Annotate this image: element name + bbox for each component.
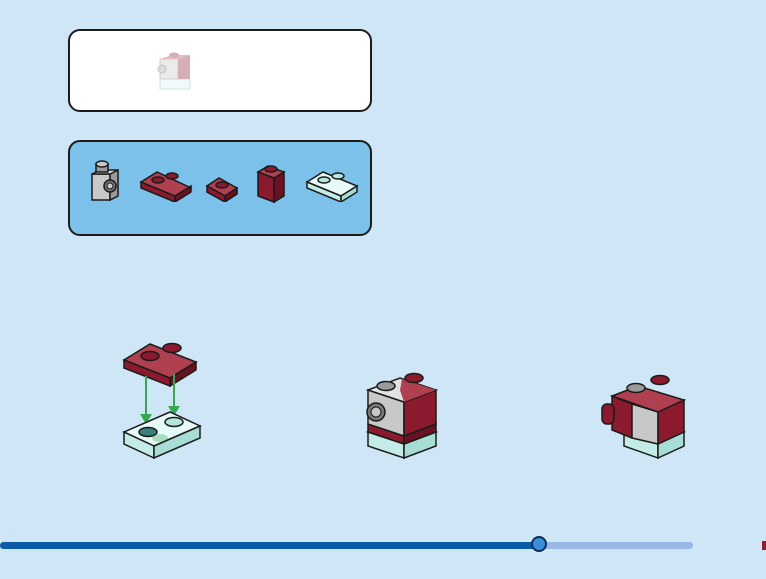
progress-fill (0, 542, 539, 549)
model-preview-icon (154, 49, 196, 95)
red-1x2-plate-icon (138, 168, 194, 202)
page-edge-marker (762, 541, 766, 550)
model-preview-panel (68, 29, 372, 112)
parts-list-panel (68, 140, 372, 236)
progress-knob[interactable] (531, 536, 547, 552)
red-1x1-brick-icon (254, 160, 288, 204)
step-assembled-side (598, 366, 688, 464)
red-1x1-plate-icon (204, 174, 240, 202)
progress-bar[interactable] (0, 542, 693, 549)
step-assembled-front (360, 366, 442, 464)
step-attach-plate (120, 334, 206, 464)
gray-headlight-brick-icon (88, 160, 124, 204)
trans-clear-1x2-plate-icon (304, 168, 360, 202)
